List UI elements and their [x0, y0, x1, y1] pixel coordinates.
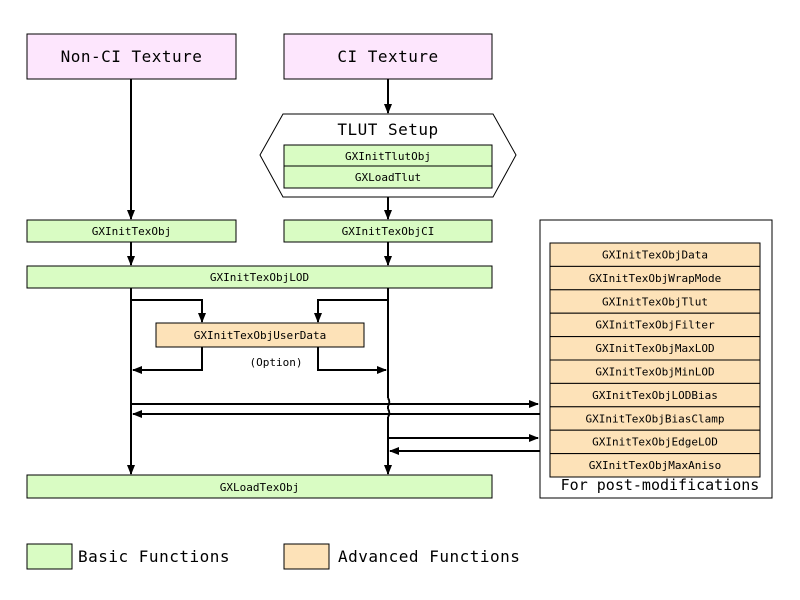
post-function-item: GXInitTexObjLODBias — [549, 382, 761, 408]
post-function-item: GXInitTexObjFilter — [549, 312, 761, 338]
post-function-label: GXInitTexObjTlut — [602, 295, 708, 308]
post-function-label: GXInitTexObjLODBias — [592, 389, 718, 402]
legend: Basic Functions Advanced Functions — [26, 543, 520, 570]
ci-texture-label: CI Texture — [337, 47, 438, 66]
gx-init-tex-obj-ci-node: GXInitTexObjCI — [283, 219, 493, 243]
option-label: (Option) — [250, 356, 303, 369]
right-vertical-hop-1 — [387, 397, 391, 407]
gx-init-tex-obj-label: GXInitTexObj — [92, 225, 171, 238]
gx-load-tlut-label: GXLoadTlut — [355, 171, 421, 184]
gx-init-tlut-obj-label: GXInitTlutObj — [345, 150, 431, 163]
post-function-item: GXInitTexObjMaxAniso — [549, 453, 761, 478]
legend-basic-label: Basic Functions — [78, 547, 230, 566]
post-function-label: GXInitTexObjMinLOD — [595, 366, 714, 379]
post-function-item: GXInitTexObjEdgeLOD — [549, 429, 761, 455]
post-function-item: GXInitTexObjBiasClamp — [549, 406, 761, 431]
post-function-label: GXInitTexObjFilter — [595, 319, 715, 332]
post-modifications-title: For post-modifications — [561, 476, 760, 494]
legend-basic-swatch — [26, 543, 73, 570]
post-function-label: GXInitTexObjData — [602, 249, 708, 262]
post-modifications-panel: GXInitTexObjDataGXInitTexObjWrapModeGXIn… — [539, 219, 773, 499]
post-function-label: GXInitTexObjEdgeLOD — [592, 436, 718, 449]
gx-init-tlut-obj-node: GXInitTlutObj — [283, 144, 493, 167]
arrow-user-data-to-right — [317, 347, 387, 374]
non-ci-texture-node: Non-CI Texture — [26, 33, 237, 80]
gx-init-tex-obj-lod-label: GXInitTexObjLOD — [210, 271, 309, 284]
arrow-user-data-to-left — [132, 347, 203, 374]
post-function-item: GXInitTexObjMinLOD — [549, 359, 761, 384]
arrow-left-to-user-data — [131, 299, 206, 323]
post-function-item: GXInitTexObjWrapMode — [549, 265, 761, 291]
connectors — [127, 79, 540, 475]
post-function-item: GXInitTexObjTlut — [549, 289, 761, 314]
arrow-right-to-user-data — [314, 299, 388, 323]
post-function-label: GXInitTexObjWrapMode — [589, 272, 721, 285]
post-function-label: GXInitTexObjMaxLOD — [595, 342, 714, 355]
tlut-setup-title: TLUT Setup — [337, 120, 438, 139]
post-function-label: GXInitTexObjMaxAniso — [589, 459, 721, 472]
gx-init-tex-obj-user-data-node: GXInitTexObjUserData — [155, 322, 365, 348]
legend-advanced-swatch — [283, 543, 330, 570]
gx-init-tex-obj-user-data-label: GXInitTexObjUserData — [194, 329, 326, 342]
post-function-item: GXInitTexObjData — [549, 242, 761, 267]
gx-load-tex-obj-label: GXLoadTexObj — [220, 481, 299, 494]
post-function-label: GXInitTexObjBiasClamp — [585, 412, 724, 425]
gx-init-tex-obj-node: GXInitTexObj — [26, 219, 237, 243]
legend-advanced-label: Advanced Functions — [338, 547, 520, 566]
post-function-item: GXInitTexObjMaxLOD — [549, 336, 761, 361]
gx-load-tlut-node: GXLoadTlut — [283, 165, 493, 189]
non-ci-texture-label: Non-CI Texture — [61, 47, 203, 66]
gx-init-tex-obj-ci-label: GXInitTexObjCI — [342, 225, 435, 238]
tlut-setup-group: TLUT Setup GXInitTlutObj GXLoadTlut — [259, 113, 517, 198]
post-function-box — [549, 453, 761, 478]
gx-init-tex-obj-lod-node: GXInitTexObjLOD — [26, 265, 493, 289]
post-modifications-list: GXInitTexObjDataGXInitTexObjWrapModeGXIn… — [549, 242, 761, 478]
ci-texture-node: CI Texture — [283, 33, 493, 80]
gx-load-tex-obj-node: GXLoadTexObj — [26, 474, 493, 499]
